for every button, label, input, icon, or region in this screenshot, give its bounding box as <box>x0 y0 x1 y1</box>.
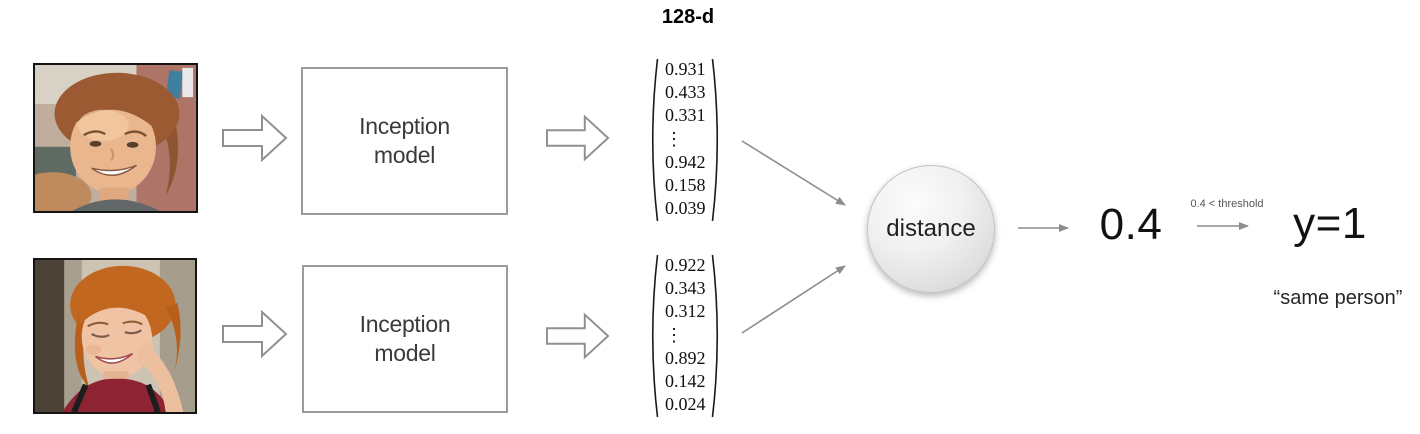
vector-value: 0.312 <box>665 301 706 322</box>
vector-value: 0.433 <box>665 82 706 103</box>
threshold-condition-label: 0.4 < threshold <box>1190 198 1264 210</box>
inception-model-label-line2: model <box>374 340 436 366</box>
left-parenthesis-icon <box>646 252 659 420</box>
inception-model-label-line1: Inception <box>359 310 451 337</box>
distance-node: distance <box>867 165 995 293</box>
distance-node-label: distance <box>886 215 976 242</box>
vector-ellipsis: ⋮ <box>665 128 683 149</box>
face-photo-top-illustration-icon <box>35 65 196 211</box>
inception-model-box-bottom: Inception model <box>302 265 508 413</box>
vector-value: 0.931 <box>665 59 706 79</box>
left-parenthesis-icon <box>646 56 659 224</box>
vector-value: 0.039 <box>665 198 706 219</box>
vector-value: 0.142 <box>665 371 706 392</box>
inception-model-box-top: Inception model <box>301 67 508 215</box>
vector-values: 0.931 0.433 0.331 ⋮ 0.942 0.158 0.039 <box>659 56 711 224</box>
vector-value: 0.158 <box>665 175 706 196</box>
face-photo-bottom <box>33 258 197 414</box>
decision-caption: “same person” <box>1273 287 1403 309</box>
face-photo-top <box>33 63 198 213</box>
block-arrow-photo-bottom-to-model-icon <box>222 306 288 362</box>
embedding-vector-bottom: 0.922 0.343 0.312 ⋮ 0.892 0.142 0.024 <box>646 252 724 420</box>
arrow-vector-bottom-to-distance-icon <box>741 265 846 334</box>
embedding-dimension-label: 128-d <box>661 6 715 28</box>
block-arrow-model-bottom-to-vector-icon <box>546 308 610 364</box>
vector-value: 0.331 <box>665 105 706 126</box>
inception-model-label-line2: model <box>373 142 436 168</box>
vector-value: 0.343 <box>665 278 706 299</box>
vector-value: 0.892 <box>665 347 706 368</box>
vector-values: 0.922 0.343 0.312 ⋮ 0.892 0.142 0.024 <box>659 252 711 420</box>
arrow-vector-top-to-distance-icon <box>741 140 846 206</box>
vector-value: 0.922 <box>665 255 706 275</box>
block-arrow-photo-top-to-model-icon <box>222 110 288 166</box>
decision-output: y=1 <box>1293 199 1367 248</box>
vector-ellipsis: ⋮ <box>665 324 683 345</box>
right-parenthesis-icon <box>711 252 724 420</box>
face-photo-bottom-illustration-icon <box>35 260 195 412</box>
distance-value: 0.4 <box>1099 200 1163 249</box>
embedding-vector-top: 0.931 0.433 0.331 ⋮ 0.942 0.158 0.039 <box>646 56 724 224</box>
right-parenthesis-icon <box>711 56 724 224</box>
vector-value: 0.024 <box>665 394 706 415</box>
inception-model-label-line1: Inception <box>359 112 450 139</box>
block-arrow-model-top-to-vector-icon <box>546 110 610 166</box>
vector-value: 0.942 <box>665 151 706 172</box>
